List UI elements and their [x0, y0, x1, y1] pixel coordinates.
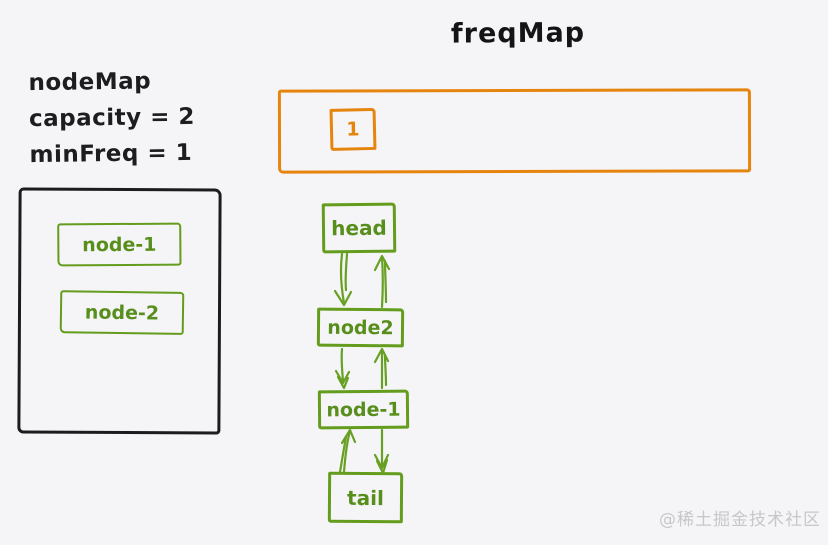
freqmap-bucket-key: 1	[346, 118, 360, 141]
nodemap-entry-label: node-1	[82, 233, 157, 256]
down-arrow-icon	[333, 252, 353, 307]
list-node-label: head	[331, 215, 387, 241]
down-arrow-icon	[334, 347, 351, 390]
arrow-pair-node-1-tail	[338, 428, 390, 474]
list-node-tail: tail	[327, 471, 404, 524]
up-arrow-icon	[338, 428, 357, 474]
nodemap-entry-label: node-2	[84, 300, 160, 325]
nodemap-container: node-1 node-2	[17, 187, 222, 435]
up-arrow-icon	[373, 254, 391, 309]
nodemap-label: nodeMap	[28, 68, 152, 97]
freqmap-container: 1	[277, 88, 752, 174]
list-node-label: node-1	[326, 398, 401, 421]
list-node-label: node2	[327, 316, 394, 339]
freqmap-title: freqMap	[450, 17, 586, 50]
list-node-label: tail	[347, 485, 384, 510]
down-arrow-icon	[373, 428, 390, 474]
list-node-head: head	[321, 202, 397, 254]
list-node-node2: node2	[316, 307, 405, 348]
capacity-label: capacity = 2	[28, 103, 196, 133]
arrow-pair-node2-node-1	[334, 347, 390, 390]
up-arrow-icon	[373, 347, 390, 390]
minfreq-label: minFreq = 1	[29, 139, 193, 169]
watermark: @稀土掘金技术社区	[659, 510, 821, 530]
nodemap-entry-node-1: node-1	[57, 222, 182, 267]
nodemap-info-text: nodeMap capacity = 2 minFreq = 1	[28, 63, 195, 173]
list-node-node-1: node-1	[317, 389, 410, 430]
nodemap-entry-node-2: node-2	[59, 290, 185, 335]
arrow-pair-head-node2	[333, 252, 391, 309]
freqmap-bucket-1: 1	[329, 107, 377, 151]
